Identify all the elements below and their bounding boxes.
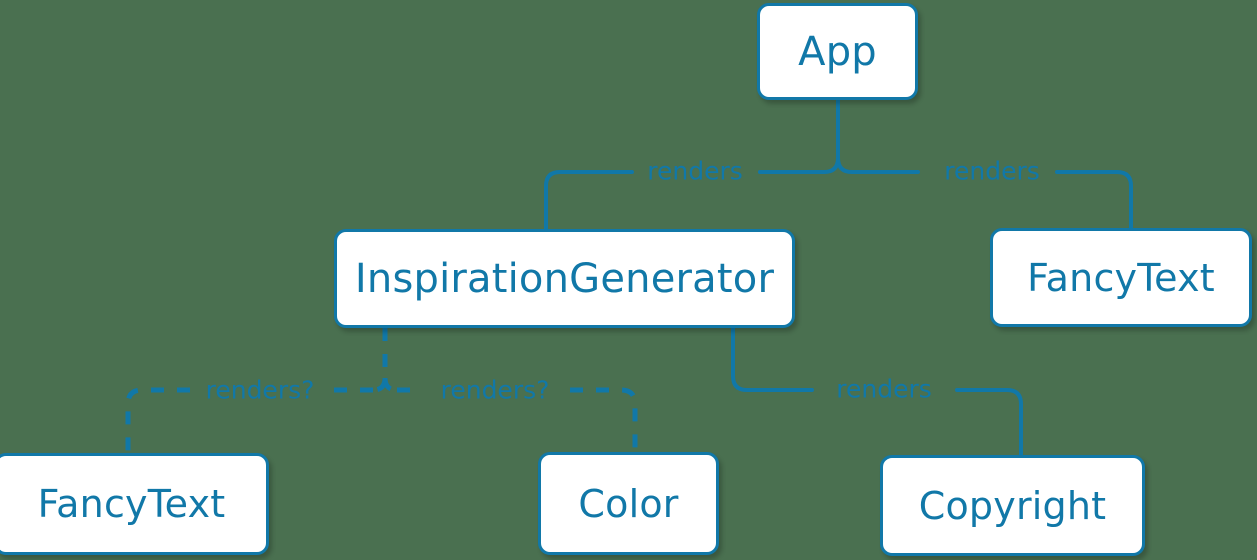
edge-inspiration-fancytext-stem [372, 328, 388, 393]
edge-label-app-to-fancytext: renders [944, 156, 1040, 186]
node-inspiration-generator[interactable]: InspirationGenerator [334, 229, 795, 328]
edge-app-to-fancytext-stem [836, 156, 854, 174]
node-fancytext-top[interactable]: FancyText [990, 228, 1252, 327]
edge-label-inspiration-to-color: renders? [440, 375, 550, 405]
edge-inspiration-copyright-left [731, 326, 814, 392]
node-color[interactable]: Color [538, 452, 719, 555]
edge-inspiration-color-stem [382, 377, 398, 393]
edge-inspiration-color-bus-right [570, 387, 638, 452]
edge-label-app-to-inspiration: renders [647, 156, 743, 186]
node-fancytext-top-label: FancyText [1027, 255, 1215, 300]
node-copyright[interactable]: Copyright [880, 455, 1145, 556]
edge-app-to-inspiration-stem [822, 98, 840, 174]
node-app-label: App [798, 28, 877, 75]
node-copyright-label: Copyright [918, 483, 1107, 528]
edge-inspiration-copyright-right [955, 388, 1023, 457]
node-fancytext-bottom[interactable]: FancyText [0, 453, 269, 555]
node-app[interactable]: App [757, 3, 918, 100]
edge-label-inspiration-to-copyright: renders [836, 374, 932, 404]
edge-label-inspiration-to-fancytext: renders? [205, 375, 315, 405]
edge-app-fancytext-bus-right [1055, 170, 1133, 230]
node-fancytext-bottom-label: FancyText [37, 482, 226, 526]
edge-app-inspiration-bus-left [544, 170, 634, 231]
node-color-label: Color [578, 481, 679, 526]
edge-inspiration-fancytext-bus-left [125, 387, 190, 453]
node-inspiration-generator-label: InspirationGenerator [354, 255, 775, 302]
